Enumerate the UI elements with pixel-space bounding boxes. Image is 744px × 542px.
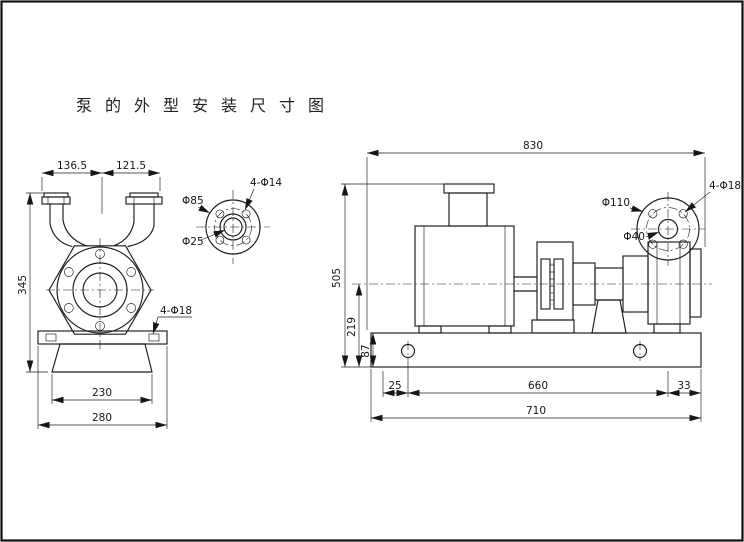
side-flange-holes-label: 4-Φ18 [709,180,741,192]
side-height-axis-label: 219 [346,317,358,337]
side-offset-left-label: 25 [388,380,401,392]
note-flange-bolt-holes: 4-Φ14 [244,177,282,211]
dim-front-port-right: 121.5 [102,160,161,191]
front-bolt-span-dim-label: 230 [92,387,112,399]
dim-side-height-axis: 219 [346,284,363,367]
flange-bore-dia-label: Φ25 [182,236,204,248]
front-height-dim-label: 345 [17,275,29,295]
side-hole-span-label: 660 [528,380,548,392]
dim-side-offset-right: 33 [668,380,701,397]
flange-detail-view: Φ85 Φ25 4-Φ14 [182,177,282,264]
front-port-right-dim-label: 121.5 [116,160,146,172]
side-height-overall-label: 505 [331,268,343,288]
front-base-width-dim-label: 280 [92,412,112,424]
dim-side-height-base: 87 [360,333,377,367]
dim-front-bolt-span: 230 [51,374,153,404]
side-length-overall-label: 830 [523,140,543,152]
note-side-flange-outer: Φ110 [602,197,644,212]
dim-side-length-overall: 830 [366,140,706,330]
dim-side-base-length: 710 [370,369,702,422]
dim-front-port-left: 136.5 [41,160,103,214]
front-port-left-dim-label: 136.5 [57,160,87,172]
flange-bolt-holes-label: 4-Φ14 [250,177,282,189]
side-assembly-outline [352,183,712,368]
flange-outer-dia-label: Φ85 [182,195,204,207]
front-base-holes-note-label: 4-Φ18 [160,305,192,317]
dim-front-height: 345 [17,192,48,373]
side-flange-outer-label: Φ110 [602,197,630,209]
side-height-base-label: 87 [360,344,372,357]
side-flange-bore-label: Φ40 [623,231,645,243]
note-front-base-holes: 4-Φ18 [152,305,192,335]
dim-front-base-width: 280 [37,346,168,429]
side-offset-right-label: 33 [677,380,690,392]
front-pump-outline [37,192,168,373]
side-view: 830 505 219 87 25 660 33 [331,140,741,422]
flange-detail-outline [196,190,270,264]
note-flange-outer-dia: Φ85 [182,195,211,214]
note-flange-bore-dia: Φ25 [182,229,226,248]
note-side-flange-bore: Φ40 [623,231,660,243]
dim-side-height-overall: 505 [331,183,444,368]
side-base-length-label: 710 [526,405,546,417]
front-view: 136.5 121.5 345 4-Φ18 230 280 [17,160,192,429]
drawing-title: 泵的外型安装尺寸图 [76,96,337,115]
note-side-flange-holes: 4-Φ18 [684,180,741,213]
